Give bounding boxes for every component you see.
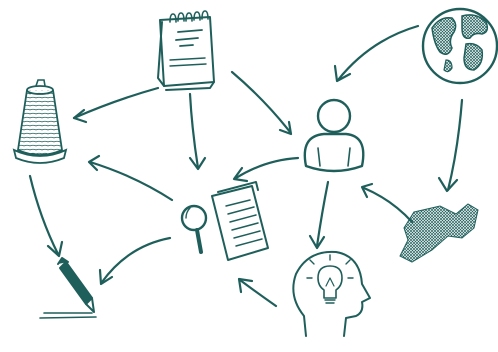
edge-document-to-spool	[87, 154, 174, 202]
edge-person-to-document	[232, 156, 300, 183]
head-lightbulb-icon	[292, 250, 371, 337]
edge-globe-to-person	[333, 24, 420, 83]
map-region-icon	[399, 203, 479, 263]
edge-notepad-to-spool	[72, 86, 160, 124]
edge-spool-to-pen	[28, 174, 64, 258]
person-icon	[303, 98, 365, 173]
edge-notepad-to-document	[188, 92, 207, 171]
edge-notepad-to-person	[230, 70, 293, 136]
thread-spool-icon	[12, 79, 68, 164]
edge-globe-to-map	[437, 98, 464, 193]
edge-document-to-pen	[98, 236, 172, 286]
magnifier-document-icon	[180, 181, 269, 261]
globe-icon	[421, 7, 498, 85]
edge-map-to-person	[360, 182, 414, 224]
notepad-icon	[157, 10, 215, 91]
edge-head-to-document	[237, 277, 278, 308]
edge-person-to-head	[308, 180, 330, 250]
pen-icon	[39, 257, 97, 319]
